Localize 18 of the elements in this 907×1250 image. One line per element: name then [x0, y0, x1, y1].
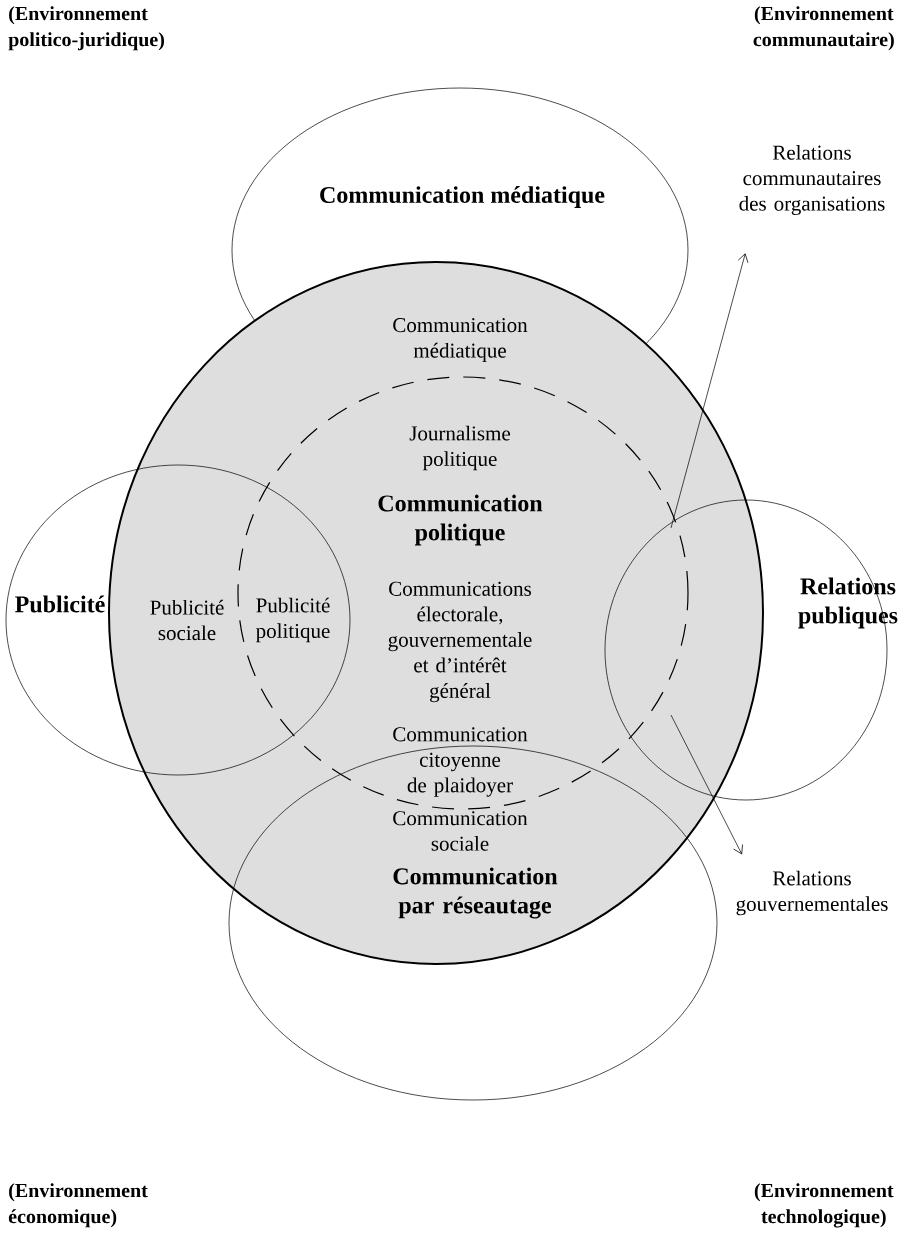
- region-label: Publicité politique: [256, 597, 330, 643]
- ellipse-label: Publicité: [15, 595, 105, 613]
- region-label: Communication sociale: [393, 811, 528, 851]
- text-label: Relations gouvernementales: [736, 870, 888, 916]
- ellipse-label: Relations publiques: [798, 577, 898, 629]
- text-label: Relations communautaires des organisations: [739, 144, 885, 216]
- center-title: Communication politique: [378, 494, 543, 546]
- region-label: Communication citoyenne de plaidoyer: [393, 727, 528, 797]
- region-label: Journalisme politique: [409, 425, 510, 471]
- region-label: Communication médiatique: [393, 318, 528, 362]
- region-label: Publicité sociale: [150, 599, 224, 641]
- corner-label: (Environnement économique): [8, 1183, 148, 1228]
- region-label: Communications électorale, gouvernementale et d’intérêt général: [388, 581, 532, 703]
- ellipse-label: Communication par réseautage: [393, 867, 558, 919]
- corner-label: (Environnement communautaire): [753, 6, 894, 51]
- corner-label: (Environnement technologique): [754, 1183, 894, 1228]
- ellipse-label: Communication médiatique: [320, 186, 605, 208]
- corner-label: (Environnement politico-juridique): [8, 6, 164, 51]
